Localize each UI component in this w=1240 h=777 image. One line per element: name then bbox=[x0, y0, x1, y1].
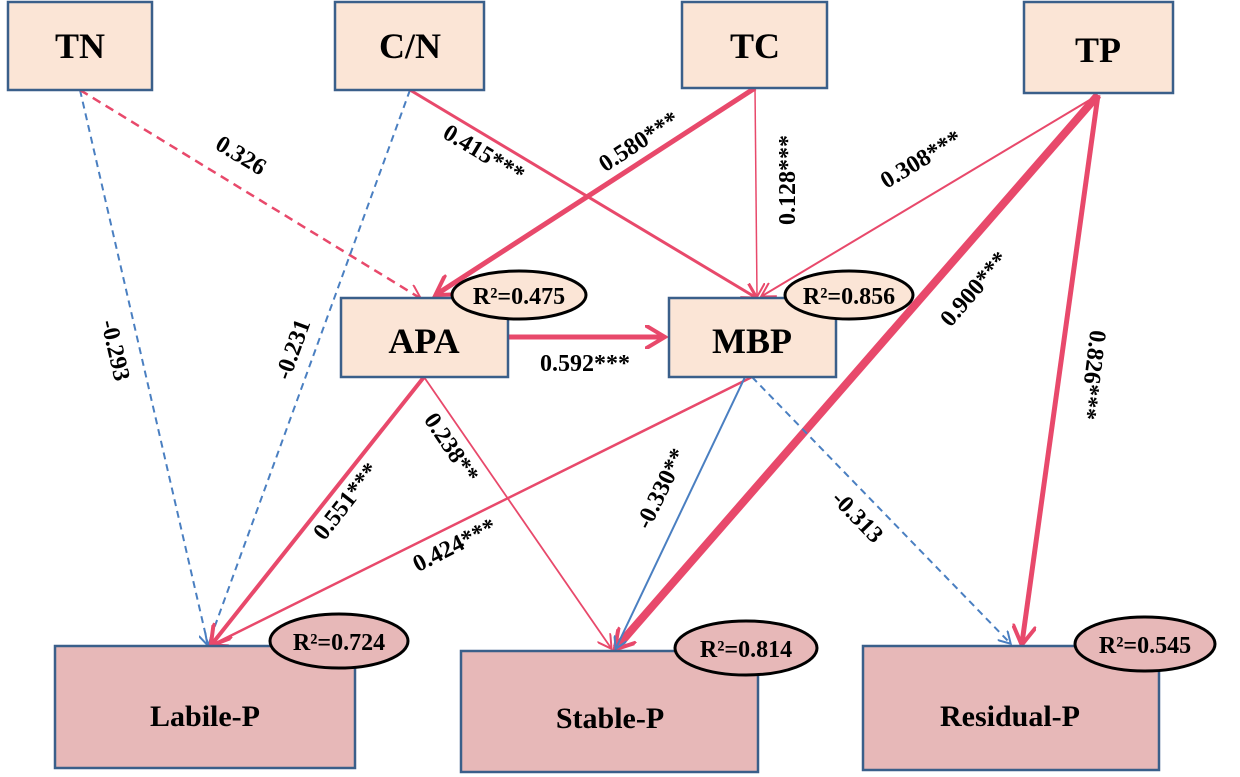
r2-mbp-ellipse bbox=[783, 269, 915, 321]
path-apa-stable bbox=[423, 376, 611, 648]
coef-tp-residual: 0.826*** bbox=[1074, 329, 1111, 421]
path-tn-apa bbox=[79, 88, 420, 298]
path-mbp-stable bbox=[616, 376, 746, 648]
node-stable-p: Stable-P R²=0.814 bbox=[459, 619, 819, 774]
path-tp-mbp bbox=[762, 94, 1099, 296]
r2-residual-ellipse bbox=[1073, 615, 1217, 673]
node-apa-label: APA bbox=[388, 321, 459, 361]
node-mbp-label: MBP bbox=[712, 321, 792, 361]
r2-apa-ellipse bbox=[450, 269, 588, 321]
node-tp: TP bbox=[1022, 0, 1175, 95]
r2-residual-value: R²=0.545 bbox=[1099, 633, 1191, 659]
path-tp-residual bbox=[1022, 94, 1101, 643]
coef-mbp-stable: -0.330** bbox=[631, 445, 692, 534]
coef-tc-mbp: 0.128*** bbox=[775, 135, 801, 225]
path-mbp-residual bbox=[751, 376, 1010, 643]
path-cn-labile bbox=[208, 89, 411, 645]
coef-mbp-residual: -0.313 bbox=[826, 486, 888, 549]
node-labile-p-label: Labile-P bbox=[150, 700, 260, 733]
path-tn-labile bbox=[79, 89, 208, 645]
coef-tn-labile: -0.293 bbox=[95, 317, 134, 383]
coef-apa-labile: 0.551*** bbox=[309, 458, 385, 545]
node-apa: APA R²=0.475 bbox=[339, 269, 588, 379]
coef-tp-stable: 0.900*** bbox=[935, 247, 1014, 332]
r2-stable-ellipse bbox=[673, 619, 819, 677]
node-labile-p: Labile-P R²=0.724 bbox=[53, 612, 410, 770]
coef-cn-labile: -0.231 bbox=[271, 316, 317, 383]
r2-labile-ellipse bbox=[268, 612, 410, 670]
node-residual-p: Residual-P R²=0.545 bbox=[861, 615, 1217, 772]
path-apa-labile bbox=[212, 375, 426, 644]
r2-mbp-value: R²=0.856 bbox=[803, 284, 895, 310]
coef-tp-mbp: 0.308*** bbox=[876, 126, 967, 195]
node-tc-label: TC bbox=[730, 26, 780, 66]
node-tp-label: TP bbox=[1075, 30, 1121, 70]
r2-stable-value: R²=0.814 bbox=[700, 637, 792, 663]
path-tc-apa bbox=[437, 85, 757, 294]
r2-labile-value: R²=0.724 bbox=[293, 630, 385, 656]
path-cn-mbp bbox=[409, 88, 755, 297]
node-mbp: MBP R²=0.856 bbox=[667, 269, 915, 379]
node-tn-label: TN bbox=[55, 26, 105, 66]
node-tc: TC bbox=[680, 0, 829, 90]
path-tp-stable bbox=[616, 92, 1102, 648]
node-stable-p-label: Stable-P bbox=[556, 702, 664, 735]
node-tn: TN bbox=[6, 0, 154, 92]
node-cn: C/N bbox=[333, 0, 486, 92]
path-tc-mbp bbox=[755, 87, 757, 296]
node-residual-p-label: Residual-P bbox=[940, 700, 1080, 733]
node-cn-label: C/N bbox=[379, 26, 441, 66]
coef-apa-mbp: 0.592*** bbox=[540, 351, 630, 377]
coef-tn-apa: 0.326 bbox=[211, 131, 271, 181]
r2-apa-value: R²=0.475 bbox=[473, 284, 565, 310]
path-mbp-labile bbox=[214, 375, 753, 644]
